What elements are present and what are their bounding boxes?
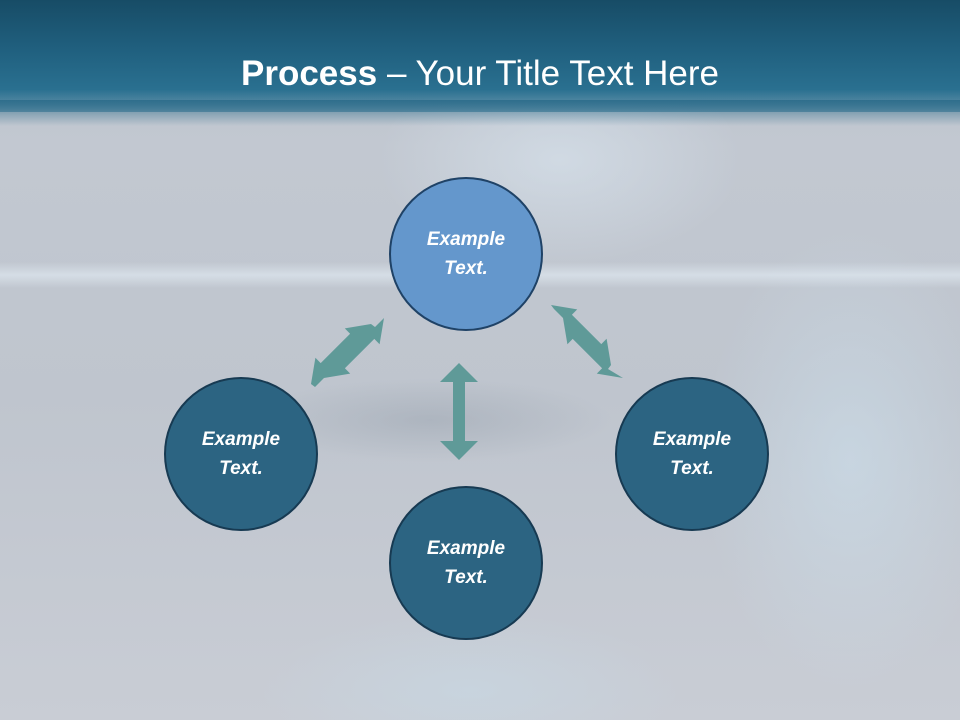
double-arrow-vertical xyxy=(440,363,478,460)
node-label: Example Text. xyxy=(406,225,526,283)
node-label-line1: Example xyxy=(652,429,732,450)
title-bold: Process xyxy=(241,54,378,93)
title-bar-fade xyxy=(0,100,960,126)
node-label-line2: Text. xyxy=(219,458,263,479)
node-label-line2: Text. xyxy=(444,258,488,279)
node-label-line1: Example xyxy=(201,429,281,450)
slide-title: Process – Your Title Text Here xyxy=(0,52,960,96)
process-node-right: Example Text. xyxy=(615,377,769,531)
node-label: Example Text. xyxy=(632,425,752,483)
node-label-line1: Example xyxy=(426,538,506,559)
node-label-line2: Text. xyxy=(670,458,714,479)
process-node-top: Example Text. xyxy=(389,177,543,331)
double-arrow-right xyxy=(551,305,623,378)
title-bar xyxy=(0,0,960,112)
node-label: Example Text. xyxy=(181,425,301,483)
process-node-bottom: Example Text. xyxy=(389,486,543,640)
title-rest: – Your Title Text Here xyxy=(377,54,719,93)
double-arrow-left xyxy=(311,318,384,387)
process-node-left: Example Text. xyxy=(164,377,318,531)
node-label-line2: Text. xyxy=(444,567,488,588)
node-label: Example Text. xyxy=(406,534,526,592)
node-label-line1: Example xyxy=(426,229,506,250)
